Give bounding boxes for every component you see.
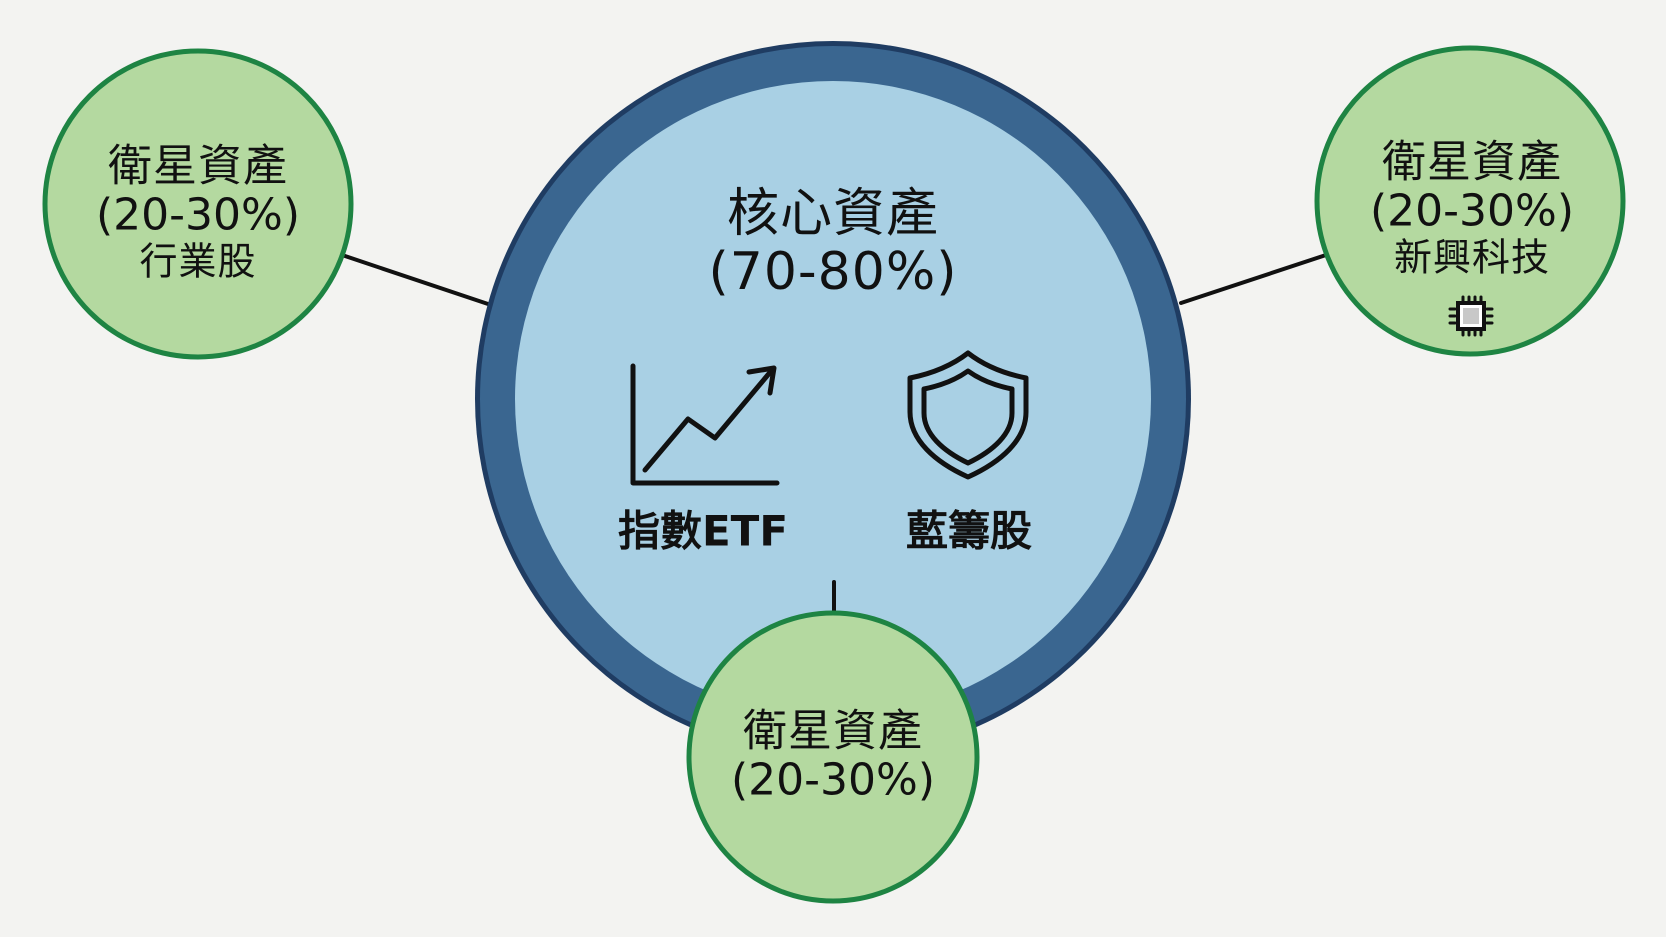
core-circle: [475, 41, 1191, 757]
satellite-circle-bottom: [686, 610, 980, 904]
satellite-left-subtitle: 行業股: [139, 238, 257, 283]
trending-up-chart-icon: [630, 363, 780, 486]
microchip-icon: [1448, 295, 1494, 337]
satellite-left-title: 衛星資產: [108, 140, 288, 192]
satellite-bottom-label: 衛星資產 (20-30%): [731, 705, 935, 806]
core-title: 核心資產: [726, 183, 939, 244]
core-percentage: (70-80%): [708, 242, 958, 302]
satellite-left-percentage: (20-30%): [96, 189, 300, 241]
satellite-right-percentage: (20-30%): [1370, 185, 1574, 237]
satellite-circle-right: [1314, 45, 1626, 357]
satellite-bottom-title: 衛星資產: [743, 705, 923, 757]
satellite-right-title: 衛星資產: [1382, 136, 1562, 188]
satellite-right-subtitle: 新興科技: [1393, 234, 1550, 279]
satellite-bottom-percentage: (20-30%): [731, 755, 935, 806]
satellite-right-label: 衛星資產 (20-30%) 新興科技: [1370, 137, 1574, 278]
satellite-circle-left: [42, 48, 354, 360]
core-item-index-etf: 指數ETF: [617, 506, 789, 556]
shield-icon: [907, 350, 1029, 480]
core-item-blue-chip: 藍籌股: [905, 506, 1033, 556]
satellite-left-label: 衛星資產 (20-30%) 行業股: [96, 141, 300, 282]
connector-left: [340, 253, 493, 307]
core-label: 核心資產 (70-80%): [708, 183, 958, 302]
connector-right: [1179, 253, 1328, 305]
